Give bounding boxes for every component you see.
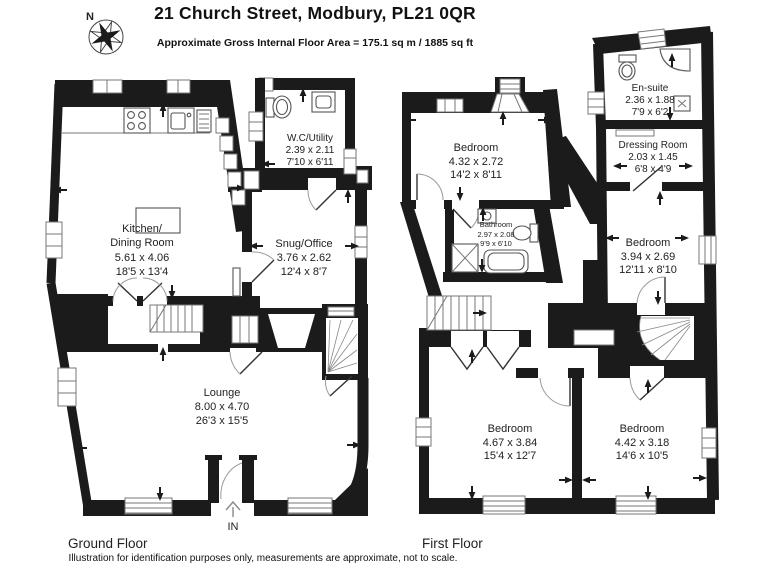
- table-icon: [135, 207, 181, 234]
- kitchen-imperial: 18'5 x 13'4: [116, 266, 169, 278]
- kitchen-fixtures: [62, 107, 241, 297]
- wc-sink-icon: [311, 91, 336, 113]
- toilet-icon: [265, 95, 292, 119]
- wc-fixtures: [265, 91, 336, 119]
- lounge-imperial: 26'3 x 15'5: [196, 415, 249, 427]
- first-floor-plan: Bedroom 4.32 x 2.72 14'2 x 8'11 Bathroom…: [400, 26, 719, 515]
- dressing-metric: 2.03 x 1.45: [628, 152, 678, 163]
- disclaimer-text: Illustration for identification purposes…: [68, 553, 458, 564]
- bedroom-br-imperial: 14'6 x 10'5: [616, 450, 669, 462]
- bedroom-bl-label: Bedroom: [488, 423, 533, 435]
- bathroom-label: Bathroom: [480, 220, 513, 229]
- first-floor-stairs-icon: [426, 295, 694, 361]
- bedroom-top-imperial: 14'2 x 8'11: [450, 169, 502, 181]
- ensuite-sink-icon: [673, 95, 691, 112]
- bathroom-metric: 2.97 x 2.08: [477, 230, 514, 239]
- bedroom-br-label: Bedroom: [620, 423, 665, 435]
- page-title: 21 Church Street, Modbury, PL21 0QR: [154, 3, 476, 23]
- wc-metric: 2.39 x 2.11: [286, 145, 335, 156]
- kitchen-label-2: Dining Room: [110, 237, 174, 249]
- kitchen-metric: 5.61 x 4.06: [115, 252, 169, 264]
- radiator-icon: [232, 267, 241, 297]
- ensuite-label: En-suite: [632, 83, 669, 94]
- bathroom-fixtures: [451, 208, 539, 274]
- kitchen-label: Kitchen/: [122, 223, 163, 235]
- floor-area-subtitle: Approximate Gross Internal Floor Area = …: [156, 37, 474, 49]
- ground-floor-label: Ground Floor: [68, 536, 148, 551]
- entrance-label: IN: [228, 521, 239, 533]
- dressing-imperial: 6'8 x 4'9: [635, 164, 672, 175]
- shower-icon: [451, 243, 479, 273]
- first-floor-doors: [416, 166, 666, 407]
- bedroom-middle-metric: 3.94 x 2.69: [621, 251, 675, 263]
- ground-floor-windows: [45, 111, 369, 515]
- entrance-arrow-icon: [225, 500, 241, 517]
- bedroom-bl-metric: 4.67 x 3.84: [483, 437, 537, 449]
- bedroom-middle-label: Bedroom: [626, 237, 671, 249]
- dressing-label: Dressing Room: [619, 140, 688, 151]
- appliance-icon: [196, 109, 212, 133]
- bath-toilet-icon: [512, 223, 539, 243]
- sink-icon: [167, 107, 195, 134]
- corner-shower-icon: [659, 48, 691, 72]
- snug-imperial: 12'4 x 8'7: [281, 266, 327, 278]
- wc-label: W.C/Utility: [287, 133, 333, 144]
- bathtub-icon: [483, 249, 529, 274]
- bedroom-top-metric: 4.32 x 2.72: [449, 156, 503, 168]
- bedroom-middle-imperial: 12'11 x 8'10: [619, 264, 677, 276]
- snug-label: Snug/Office: [275, 238, 332, 250]
- ensuite-fixtures: [618, 48, 691, 112]
- first-floor-room-labels: Bedroom 4.32 x 2.72 14'2 x 8'11 Bathroom…: [449, 83, 688, 462]
- wc-imperial: 7'10 x 6'11: [286, 157, 333, 168]
- ground-floor-doors: [112, 178, 353, 500]
- ground-floor-plan: Kitchen/ Dining Room 5.61 x 4.06 18'5 x …: [45, 77, 372, 533]
- lounge-label: Lounge: [204, 387, 241, 399]
- bedroom-top-label: Bedroom: [454, 142, 499, 154]
- ensuite-imperial: 7'9 x 6'2: [632, 107, 669, 118]
- ensuite-metric: 2.36 x 1.88: [625, 95, 675, 106]
- bedroom-bl-imperial: 15'4 x 12'7: [484, 450, 537, 462]
- ensuite-toilet-icon: [618, 54, 637, 81]
- bathroom-imperial: 9'9 x 6'10: [480, 239, 512, 248]
- first-floor-door-gaps: [416, 180, 665, 379]
- compass-icon: N: [84, 11, 128, 59]
- bedroom-br-metric: 4.42 x 3.18: [615, 437, 669, 449]
- first-floor-label: First Floor: [422, 536, 483, 551]
- first-floor-windows: [415, 28, 717, 515]
- lounge-metric: 8.00 x 4.70: [195, 401, 249, 413]
- compass-north-label: N: [86, 11, 94, 23]
- hob-icon: [123, 107, 151, 134]
- snug-metric: 3.76 x 2.62: [277, 252, 331, 264]
- ground-floor-stairs-icon: [149, 117, 358, 374]
- ground-floor-room-labels: Kitchen/ Dining Room 5.61 x 4.06 18'5 x …: [110, 133, 335, 533]
